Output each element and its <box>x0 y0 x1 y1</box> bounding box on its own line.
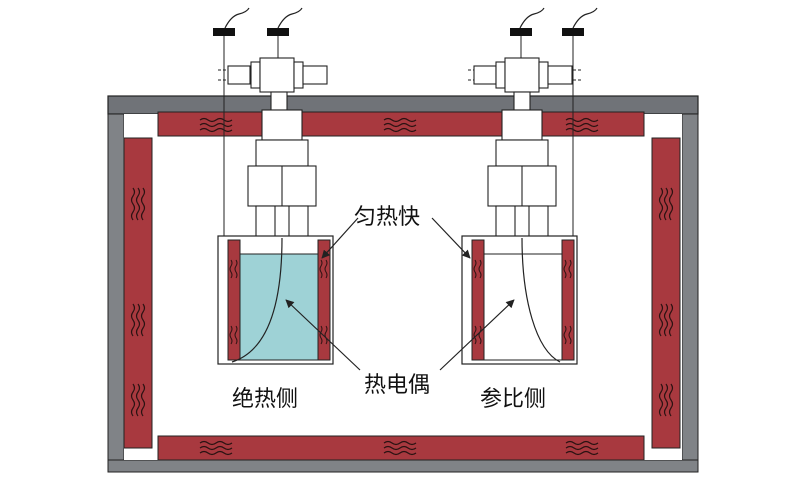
right-block-heater-left <box>471 239 485 361</box>
right-block-coil-marks <box>473 259 572 345</box>
arrow-heating-block-left <box>321 217 359 259</box>
heater-right <box>651 137 681 449</box>
heater-left <box>123 137 153 449</box>
right-wire-plug-2 <box>562 28 584 36</box>
right-stem <box>487 109 557 239</box>
heater-coil-marks <box>130 117 674 456</box>
label-adiabatic-side: 绝热侧 <box>232 387 298 412</box>
heater-strips <box>123 111 681 461</box>
frame-right-wall <box>681 113 699 473</box>
outer-frame <box>107 95 699 473</box>
frame-left-wall <box>107 113 125 473</box>
right-block-heater-right <box>561 239 575 361</box>
left-stem <box>247 109 317 239</box>
left-block-coil-marks <box>229 259 328 345</box>
adiabatic-sample-liquid <box>239 253 319 361</box>
label-reference-side: 参比侧 <box>480 387 546 412</box>
arrow-heating-block-right <box>431 217 471 259</box>
leader-arrows <box>285 217 515 371</box>
left-block-heater-right <box>317 239 331 361</box>
right-wire-plug-1 <box>510 28 532 36</box>
left-wire-plug-1 <box>213 28 235 36</box>
label-heating-block: 匀热快 <box>354 205 420 230</box>
frame-lid <box>107 95 699 115</box>
right-thermocouple-probe <box>521 237 561 363</box>
left-lead-wires <box>224 7 303 29</box>
left-block-heater-left <box>227 239 241 361</box>
arrow-thermocouple-right <box>439 299 515 371</box>
left-valve-fitting <box>218 57 328 111</box>
reference-assembly <box>461 7 598 365</box>
label-thermocouple: 热电偶 <box>364 373 430 398</box>
left-wire-plug-2 <box>267 28 289 36</box>
arrow-thermocouple-left <box>285 299 361 371</box>
right-lead-wires <box>519 7 598 29</box>
frame-bottom <box>107 459 699 473</box>
left-thermocouple-probe <box>231 237 283 363</box>
adiabatic-assembly <box>213 7 334 365</box>
right-valve-fitting <box>468 57 582 111</box>
